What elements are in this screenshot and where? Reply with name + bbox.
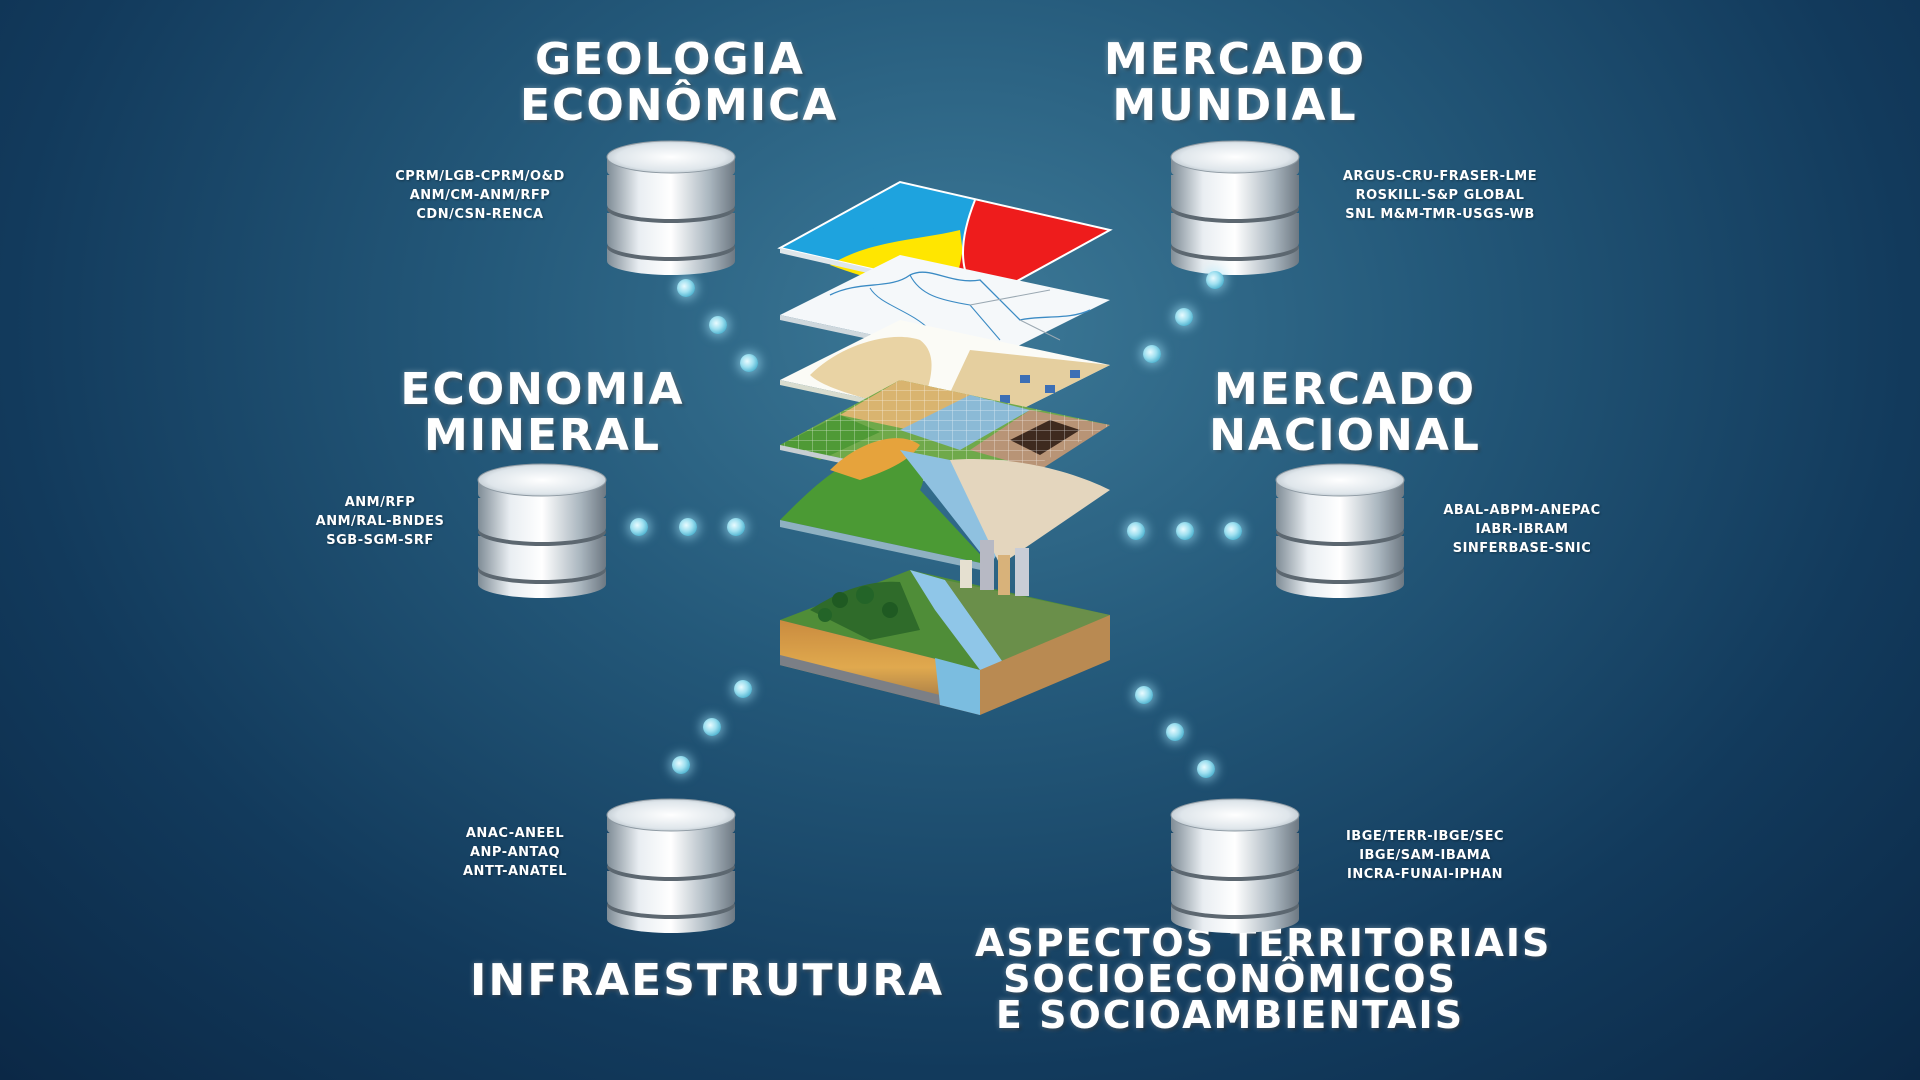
database-icon [1170, 798, 1300, 933]
title-aspectos-territoriais: ASPECTOS TERRITORIAIS SOCIOECONÔMICOS E … [975, 921, 1552, 1037]
connector-dot-icon [734, 680, 752, 698]
sources-territoriais: IBGE/TERR-IBGE/SEC IBGE/SAM-IBAMA INCRA-… [1345, 829, 1505, 882]
title-infraestrutura: INFRAESTRUTURA [470, 955, 945, 1006]
connector-dot-icon [677, 279, 695, 297]
sources-nacional: ABAL-ABPM-ANEPAC IABR-IBRAM SINFERBASE-S… [1443, 503, 1601, 556]
database-icon [1275, 463, 1405, 598]
connector-dot-icon [630, 518, 648, 536]
sources-geologia: CPRM/LGB-CPRM/O&D ANM/CM-ANM/RFP CDN/CSN… [395, 169, 565, 222]
layer-map-stack [777, 180, 1113, 715]
connector-dot-icon [1127, 522, 1145, 540]
title-economia-mineral: ECONOMIA MINERAL [400, 364, 685, 461]
connector-dot-icon [679, 518, 697, 536]
layer-map-icon [780, 540, 1110, 715]
connector-dot-icon [1176, 522, 1194, 540]
connector-dot-icon [709, 316, 727, 334]
connector-dot-icon [1143, 345, 1161, 363]
database-icon [606, 798, 736, 933]
database-icon [1170, 140, 1300, 275]
connector-dot-icon [1175, 308, 1193, 326]
connector-dot-icon [1224, 522, 1242, 540]
connector-dot-icon [703, 718, 721, 736]
connector-dot-icon [1166, 723, 1184, 741]
title-mercado-mundial: MERCADO MUNDIAL [1104, 34, 1366, 131]
connector-dot-icon [727, 518, 745, 536]
title-mercado-nacional: MERCADO NACIONAL [1209, 364, 1481, 461]
title-geologia-economica: GEOLOGIA ECONÔMICA [520, 34, 839, 131]
connector-dot-icon [1135, 686, 1153, 704]
sources-mundial: ARGUS-CRU-FRASER-LME ROSKILL-S&P GLOBAL … [1342, 169, 1538, 222]
connector-dot-icon [740, 354, 758, 372]
sources-economia: ANM/RFP ANM/RAL-BNDES SGB-SGM-SRF [315, 495, 445, 548]
sources-infra: ANAC-ANEEL ANP-ANTAQ ANTT-ANATEL [463, 826, 567, 879]
connector-dot-icon [672, 756, 690, 774]
connector-dot-icon [1197, 760, 1215, 778]
database-icon [477, 463, 607, 598]
layer-map-icon [780, 438, 1110, 572]
database-icon [606, 140, 736, 275]
connector-dot-icon [1206, 271, 1224, 289]
